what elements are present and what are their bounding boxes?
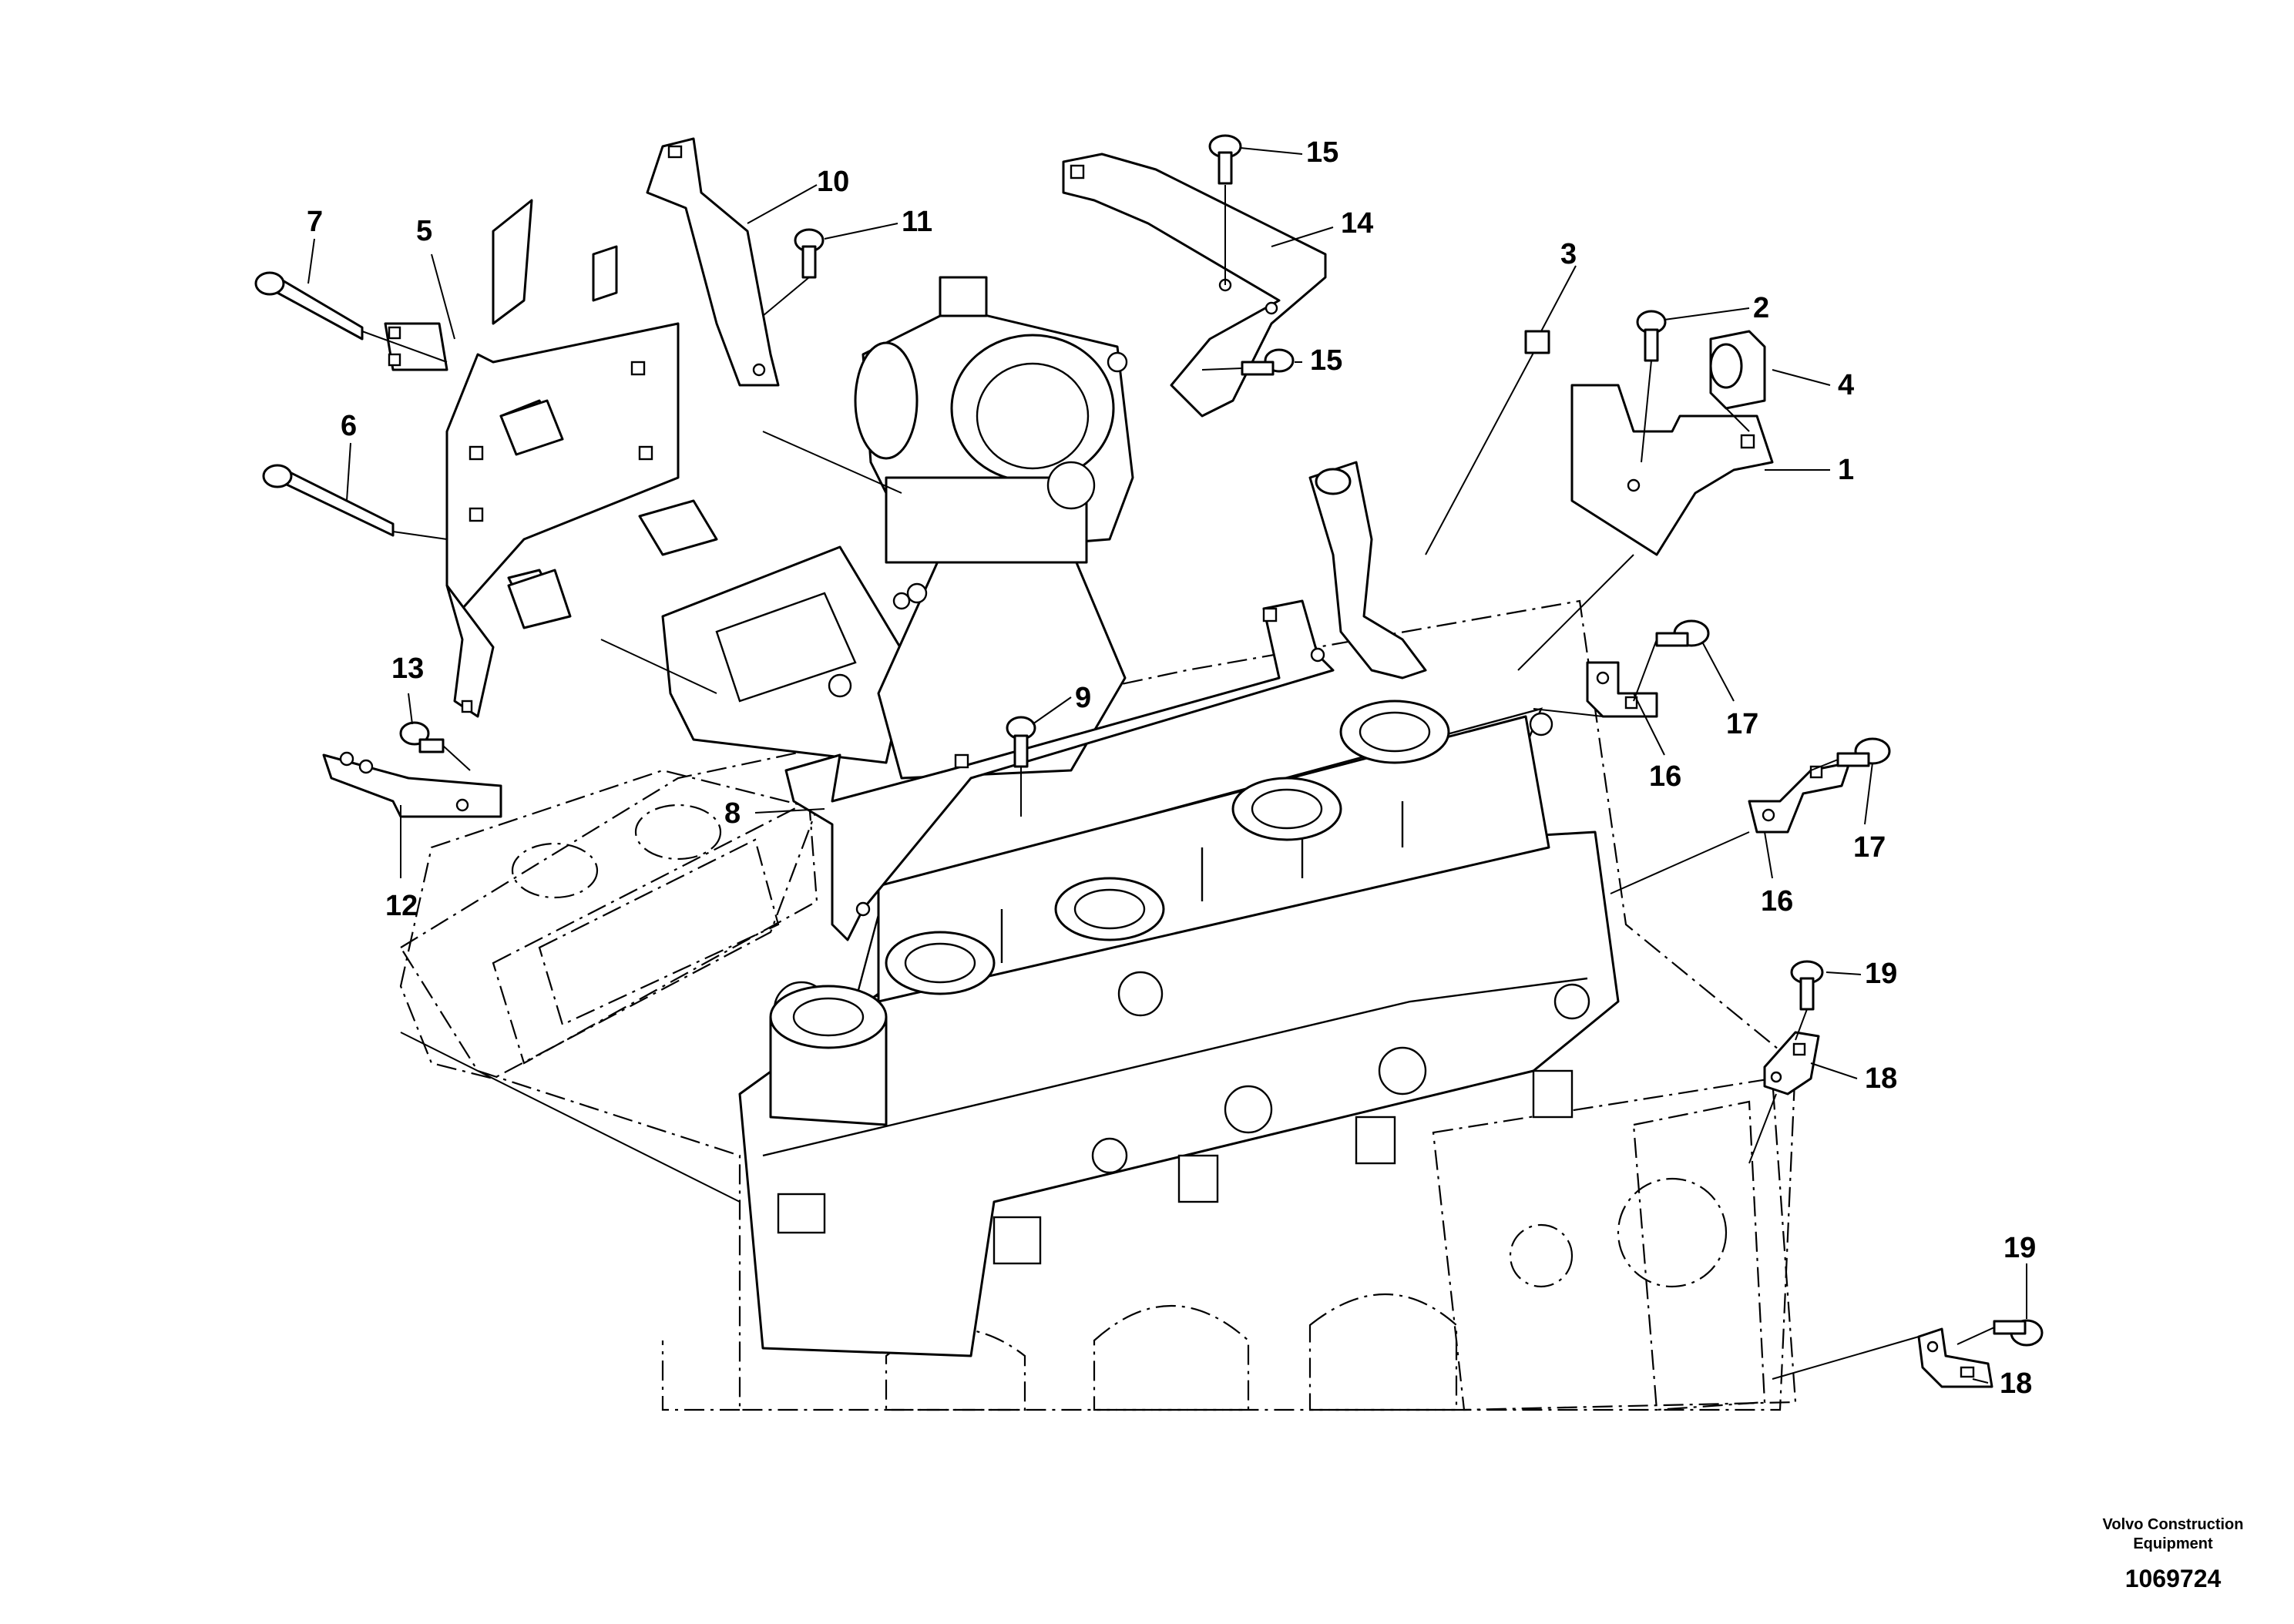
bolt-19-upper — [1790, 960, 1824, 1011]
bolt-17-lower — [1836, 737, 1891, 767]
spacer-tubes — [499, 399, 718, 629]
callout-18-lower: 18 — [2000, 1367, 2032, 1400]
callout-11: 11 — [902, 206, 932, 238]
bolt-13 — [399, 721, 445, 753]
callout-16-lower: 16 — [1761, 885, 1793, 918]
assembly-lines — [361, 185, 1995, 1380]
bolt-2 — [1636, 310, 1667, 362]
bracket-16-lower — [1748, 761, 1851, 834]
bracket-8 — [784, 599, 1335, 941]
callout-2: 2 — [1753, 292, 1769, 324]
callout-14: 14 — [1341, 207, 1373, 240]
callout-4: 4 — [1838, 369, 1854, 401]
callout-16-upper: 16 — [1649, 760, 1681, 793]
bolt-15-top — [1208, 134, 1242, 185]
callout-labels: 1 2 3 4 5 6 7 8 9 10 11 12 13 14 15 15 1… — [307, 136, 2036, 1400]
callout-12: 12 — [385, 890, 418, 922]
sensor-3 — [1308, 330, 1550, 679]
bolt-6 — [262, 464, 395, 537]
callout-17-lower: 17 — [1853, 831, 1886, 864]
callout-1: 1 — [1838, 454, 1854, 486]
bracket-16-upper — [1586, 661, 1658, 718]
callout-7: 7 — [307, 206, 323, 238]
bolt-7 — [254, 271, 364, 341]
bracket-18-upper — [1763, 1031, 1820, 1096]
bracket-5 — [384, 199, 680, 718]
callout-19-upper: 19 — [1865, 958, 1897, 990]
callout-leaders — [307, 147, 2027, 1384]
callout-10: 10 — [817, 166, 849, 198]
bolt-11 — [794, 228, 825, 279]
callout-17-upper: 17 — [1726, 708, 1758, 740]
bracket-1 — [1570, 384, 1774, 556]
callout-5: 5 — [416, 215, 432, 247]
callout-6: 6 — [341, 410, 357, 442]
bracket-12 — [322, 751, 502, 818]
brand-line-2: Equipment — [2133, 1535, 2213, 1552]
callout-9: 9 — [1075, 682, 1091, 714]
bolt-19-lower — [1993, 1319, 2044, 1347]
footer: Volvo Construction Equipment 1069724 — [2103, 1516, 2244, 1592]
callout-8: 8 — [724, 797, 741, 830]
cylinder-head — [738, 700, 1620, 1357]
callout-15-mid: 15 — [1310, 344, 1342, 377]
callout-15-top: 15 — [1306, 136, 1338, 169]
bolt-9 — [1006, 716, 1036, 768]
callout-13: 13 — [391, 653, 424, 685]
callout-3: 3 — [1560, 238, 1577, 270]
bracket-10 — [646, 137, 780, 387]
document-number: 1069724 — [2125, 1565, 2222, 1592]
callout-19-lower: 19 — [2003, 1232, 2036, 1264]
bolt-17-upper — [1655, 619, 1710, 647]
callout-18-upper: 18 — [1865, 1062, 1897, 1095]
exhaust-manifold — [399, 769, 818, 1080]
cap-4 — [1709, 330, 1766, 410]
brand-line-1: Volvo Construction — [2103, 1516, 2244, 1533]
bracket-14 — [1062, 153, 1327, 418]
bracket-18-lower — [1917, 1327, 1993, 1388]
intake-manifold — [661, 276, 1134, 780]
